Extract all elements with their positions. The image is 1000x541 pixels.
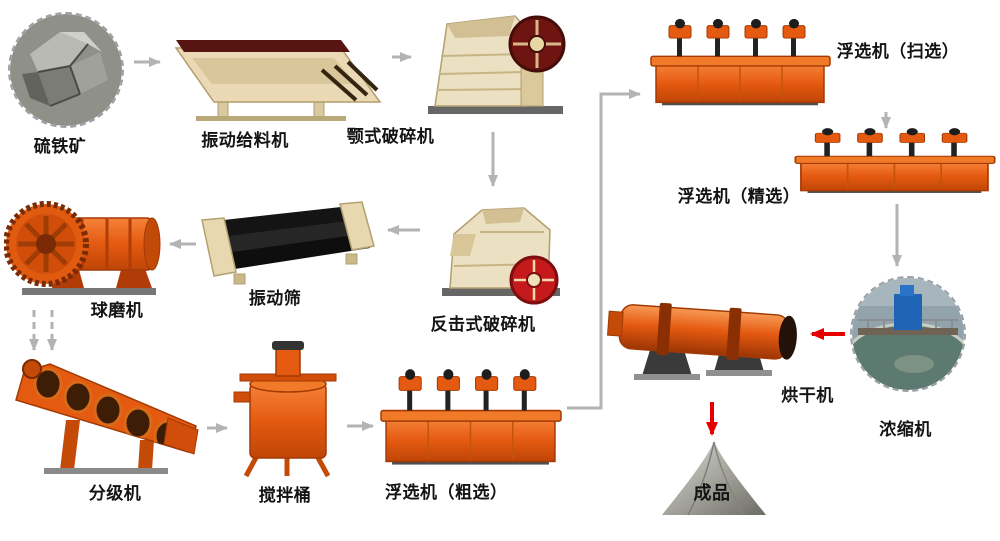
label-mixing-barrel: 搅拌桶 — [250, 486, 320, 506]
label-flotation-scavenging: 浮选机（扫选） — [833, 42, 963, 62]
machine-mixing-barrel — [232, 336, 342, 482]
label-product-text: 成品 — [693, 483, 731, 504]
label-feeder: 振动给料机 — [185, 131, 305, 151]
label-product: 成品 — [676, 483, 748, 505]
machine-vibrating-screen — [200, 198, 380, 290]
ore-photo — [8, 12, 124, 128]
label-ore-text: 硫铁矿 — [33, 137, 87, 157]
thickener-photo — [850, 276, 966, 392]
machine-flotation-fine — [792, 126, 998, 202]
machine-rotary-dryer — [606, 284, 806, 388]
label-flotation-scavenging-text: 浮选机（扫选） — [836, 42, 960, 62]
machine-flotation-rough — [378, 366, 564, 476]
label-impact-crusher: 反击式破碎机 — [423, 315, 543, 335]
label-vibrating-screen-text: 振动筛 — [248, 289, 302, 309]
label-thickener: 浓缩机 — [868, 420, 943, 440]
label-impact-crusher-text: 反击式破碎机 — [430, 315, 536, 335]
machine-impact-crusher — [424, 194, 574, 313]
label-mixing-barrel-text: 搅拌桶 — [258, 486, 312, 506]
label-dryer: 烘干机 — [770, 386, 845, 406]
label-thickener-text: 浓缩机 — [879, 420, 932, 440]
product-pile — [656, 440, 771, 522]
label-ore: 硫铁矿 — [10, 137, 110, 157]
label-classifier-text: 分级机 — [88, 484, 142, 504]
machine-ball-mill — [3, 188, 164, 304]
machine-vibrating-feeder — [166, 22, 396, 126]
label-flotation-fine: 浮选机（精选） — [674, 187, 804, 207]
machine-spiral-classifier — [8, 356, 203, 482]
thickener-image — [852, 278, 964, 390]
label-jaw-crusher: 颚式破碎机 — [333, 127, 448, 147]
machine-flotation-scavenging — [648, 16, 833, 116]
label-jaw-crusher-text: 颚式破碎机 — [346, 127, 435, 147]
label-dryer-text: 烘干机 — [781, 386, 834, 406]
label-ball-mill: 球磨机 — [82, 301, 152, 321]
pyrite-ore-image — [10, 14, 122, 126]
label-flotation-fine-text: 浮选机（精选） — [677, 187, 801, 207]
label-ball-mill-text: 球磨机 — [90, 301, 144, 321]
label-classifier: 分级机 — [80, 484, 150, 504]
machine-jaw-crusher — [413, 4, 573, 128]
label-feeder-text: 振动给料机 — [201, 131, 289, 151]
label-flotation-rough-text: 浮选机（粗选） — [385, 483, 508, 503]
label-flotation-rough: 浮选机（粗选） — [385, 483, 508, 503]
label-vibrating-screen: 振动筛 — [240, 289, 310, 309]
